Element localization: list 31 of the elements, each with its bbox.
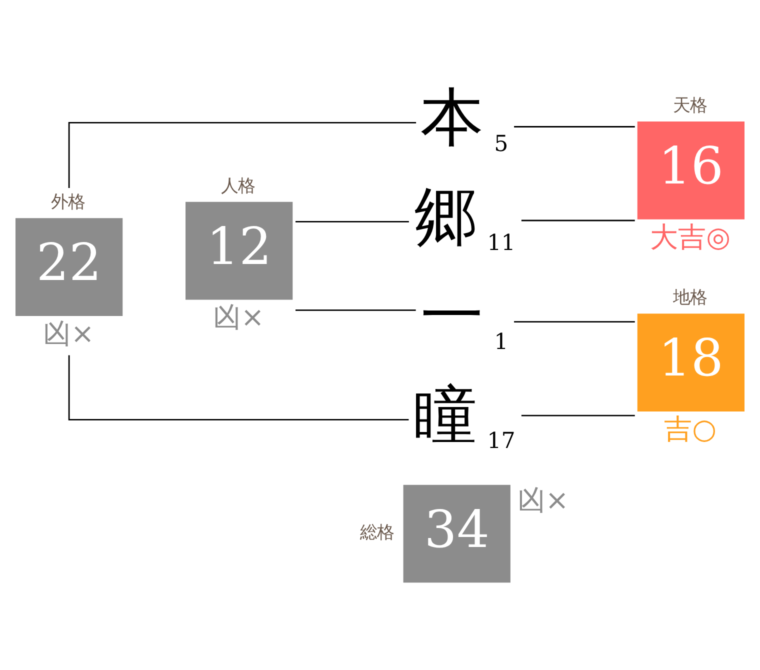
node-text: 一 (420, 278, 484, 352)
node-label: 大吉◎ (650, 220, 731, 253)
node-label: 天格 (672, 96, 707, 116)
node-box: 18 (637, 313, 745, 411)
node-box: 16 (637, 121, 745, 219)
node-box: 34 (403, 484, 510, 582)
node-label: 1 (494, 328, 508, 354)
node-label: 人格 (221, 176, 256, 196)
connector (68, 121, 416, 188)
connector (514, 126, 635, 127)
connector (521, 219, 635, 221)
node-box: 22 (15, 218, 123, 316)
node-label: 凶× (517, 483, 569, 516)
node-box: 12 (186, 201, 293, 300)
node-label: 凶× (42, 316, 94, 350)
node-label: 地格 (672, 288, 707, 308)
node-text: 瞳 (414, 378, 477, 451)
node-label: 総格 (360, 522, 394, 542)
connector (296, 220, 409, 222)
node-label: 凶× (212, 300, 264, 334)
node-label: 吉○ (664, 412, 717, 446)
node-text: 郷 (414, 180, 477, 253)
connector (521, 414, 635, 416)
connector (514, 320, 635, 322)
node-label: 11 (487, 229, 516, 256)
node-text: 本 (420, 80, 484, 154)
node-label: 外格 (51, 192, 86, 212)
connector (296, 308, 416, 310)
node-label: 5 (494, 130, 508, 156)
connector (68, 354, 409, 420)
node-label: 17 (487, 427, 516, 454)
